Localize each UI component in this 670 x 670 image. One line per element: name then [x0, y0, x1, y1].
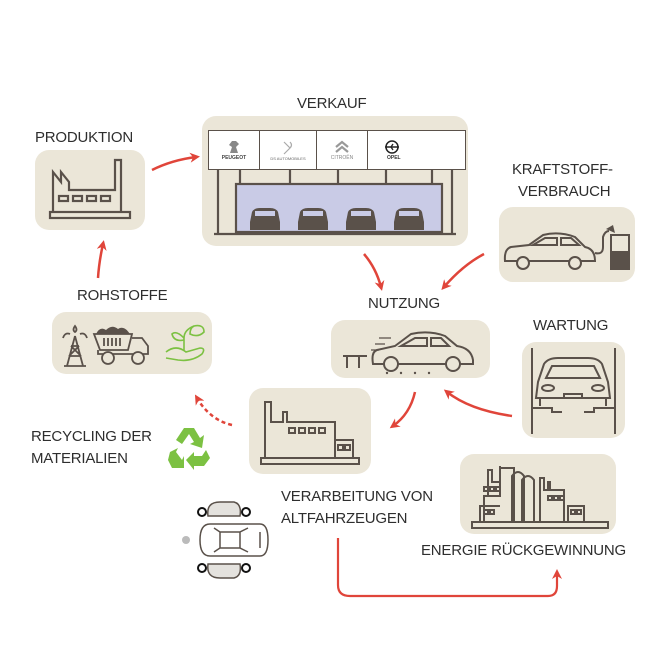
peugeot-lion-icon — [229, 141, 239, 153]
recycling-label-line2: MATERIALIEN — [31, 450, 128, 467]
wartung-label: WARTUNG — [533, 317, 609, 334]
factory-icon — [48, 158, 132, 220]
recycling-label-line1: RECYCLING DER — [31, 428, 152, 445]
plant-icon — [260, 401, 360, 465]
plant-hand-icon — [165, 324, 205, 362]
kraftstoff-box[interactable] — [499, 207, 635, 282]
citroen-chevron-icon — [335, 140, 349, 153]
recycle-icon — [168, 428, 210, 470]
brand-sign-row: PEUGEOT DS AUTOMOBILES CITROËN OPEL — [208, 130, 466, 170]
verkauf-box[interactable]: PEUGEOT DS AUTOMOBILES CITROËN OPEL — [202, 116, 468, 246]
produktion-label: PRODUKTION — [35, 129, 134, 146]
energie-box[interactable] — [460, 454, 616, 534]
brand-citroen: CITROËN — [317, 131, 368, 169]
arrow-verarbeitung-to-rohstoffe-dashed — [194, 394, 233, 427]
arrow-verarbeitung-to-energie — [336, 538, 562, 598]
verarbeitung-box[interactable] — [249, 388, 371, 474]
wartung-box[interactable] — [522, 342, 625, 438]
car-lift-icon — [531, 348, 616, 434]
opel-blitz-icon — [385, 140, 399, 154]
ds-logo-icon — [283, 141, 293, 154]
kraftstoff-label-line2: VERBRAUCH — [518, 183, 611, 200]
verarbeitung-label-line2: ALTFAHRZEUGEN — [281, 510, 408, 527]
nutzung-box[interactable] — [331, 320, 490, 378]
arrow-verkauf-to-nutzung — [363, 253, 385, 291]
brand-ds: DS AUTOMOBILES — [260, 131, 317, 169]
arrow-kraftstoff-to-nutzung — [441, 252, 485, 291]
arrow-rohstoffe-to-produktion — [96, 240, 107, 279]
showroom-icon — [214, 170, 456, 236]
rohstoffe-label: ROHSTOFFE — [77, 287, 168, 304]
arrow-wartung-to-nutzung — [443, 389, 513, 418]
mining-truck-icon — [92, 326, 149, 365]
verarbeitung-label-line1: VERARBEITUNG VON — [281, 488, 433, 505]
brand-opel: OPEL — [368, 131, 465, 169]
oil-derrick-icon — [62, 324, 88, 367]
kraftstoff-label-line1: KRAFTSTOFF- — [512, 161, 613, 178]
nutzung-label: NUTZUNG — [368, 295, 440, 312]
arrow-nutzung-to-verarbeitung — [389, 391, 417, 429]
rohstoffe-box[interactable] — [52, 312, 212, 374]
industrial-plant-icon — [471, 466, 609, 529]
produktion-box[interactable] — [35, 150, 145, 230]
verkauf-label: VERKAUF — [297, 95, 367, 112]
car-dismantled-icon — [182, 501, 269, 579]
moving-car-icon — [343, 331, 474, 375]
car-fuel-pump-icon — [503, 225, 630, 270]
arrow-produktion-to-verkauf — [151, 152, 200, 172]
energie-label: ENERGIE RÜCKGEWINNUNG — [421, 542, 626, 559]
brand-peugeot: PEUGEOT — [209, 131, 260, 169]
